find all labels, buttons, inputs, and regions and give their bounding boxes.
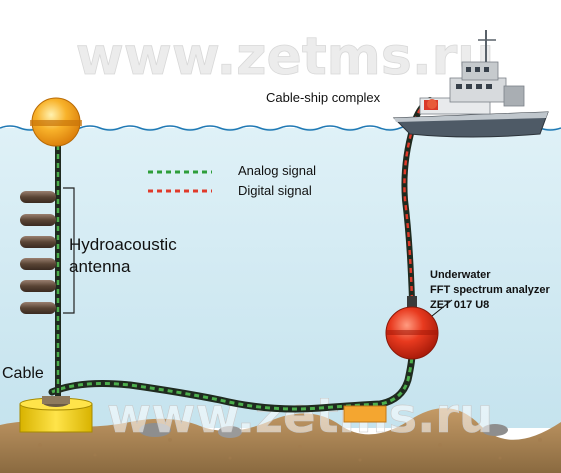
hydrophone-icon [20, 191, 56, 314]
rock [139, 423, 171, 437]
watermark-bottom: www.zetms.ru [107, 388, 493, 444]
analog-signal-trace [51, 353, 414, 411]
analyzer-label-line2: FFT spectrum analyzer [430, 284, 550, 296]
seabed-texture [38, 438, 542, 462]
rock [218, 426, 242, 438]
sea [0, 128, 561, 428]
antenna-label-line2: antenna [69, 257, 131, 276]
antenna-label: Hydroacoustic antenna [69, 234, 177, 278]
anchor-base-icon [19, 396, 93, 433]
analyzer-label-line1: Underwater [430, 269, 491, 281]
analyzer-label-line3: ZET 017 U8 [430, 299, 490, 311]
analyzer-pointer [431, 299, 453, 317]
buoy-icon [30, 97, 82, 147]
antenna-label-line1: Hydroacoustic [69, 235, 177, 254]
seabed [0, 408, 561, 473]
watermark-top: www.zetms.ru [76, 27, 495, 87]
analyzer-label: Underwater FFT spectrum analyzer ZET 017… [430, 268, 550, 313]
antenna-bracket [63, 187, 75, 314]
legend-digital-label: Digital signal [238, 183, 312, 198]
rock [482, 424, 508, 436]
ship-label: Cable-ship complex [266, 90, 381, 105]
analyzer-sphere-icon [385, 296, 439, 360]
cable-label: Cable [2, 365, 44, 382]
junction-box [343, 405, 387, 423]
ship-icon [392, 30, 549, 138]
legend [148, 170, 212, 193]
legend-analog-label: Analog signal [238, 163, 317, 178]
